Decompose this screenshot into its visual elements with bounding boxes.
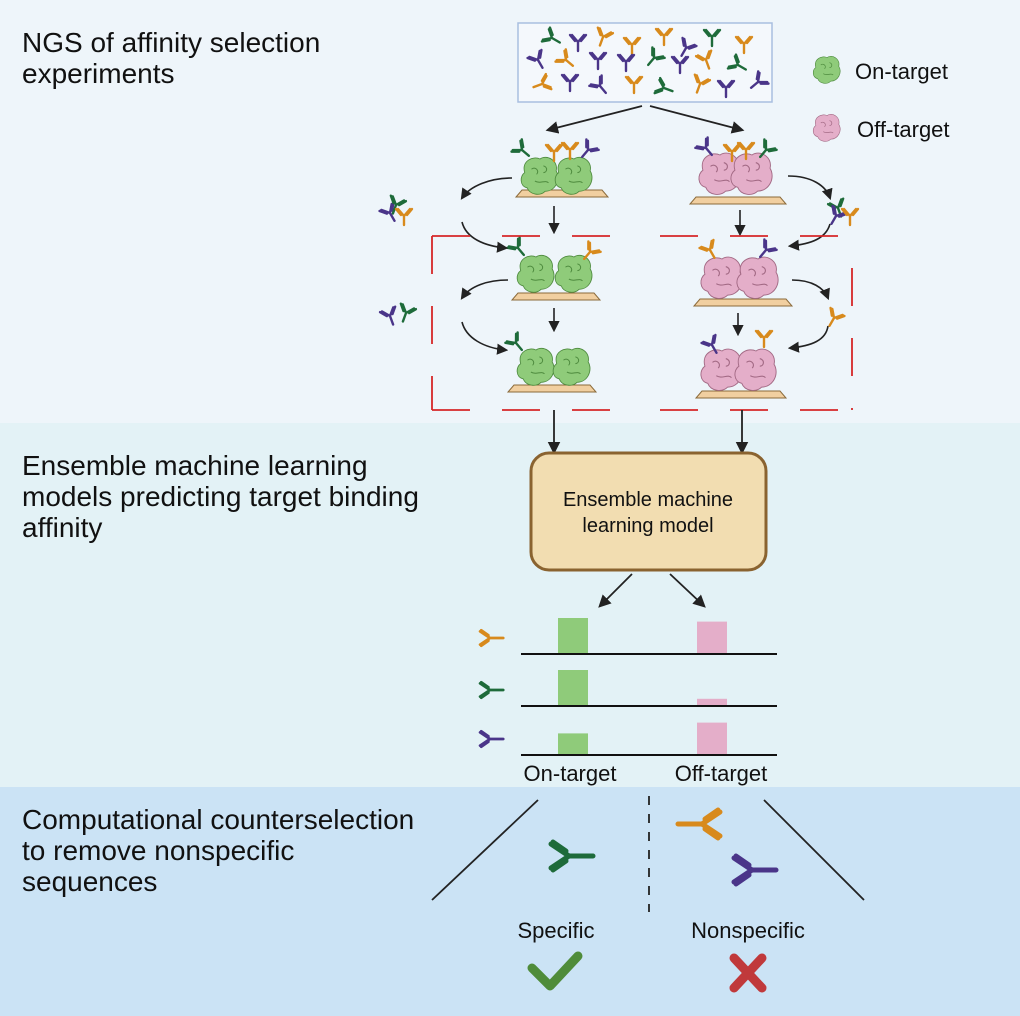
- specific-label: Specific: [517, 918, 594, 943]
- ensemble-model-box: Ensemble machine learning model: [529, 451, 768, 572]
- check-icon: [527, 951, 583, 991]
- cross-icon: [729, 953, 767, 993]
- legend-on-target-label: On-target: [855, 59, 948, 84]
- off-target-bar: [697, 722, 727, 755]
- on-target-bar: [558, 618, 588, 654]
- on-target-bar: [558, 733, 588, 755]
- band-ngs: [0, 0, 1020, 423]
- antibody-library-box: [517, 22, 773, 103]
- band-ml: [0, 423, 1020, 787]
- nonspecific-label: Nonspecific: [691, 918, 805, 943]
- affinity-bar-chart: [478, 618, 777, 756]
- section-title-counterselection: Computational counterselection to remove…: [22, 804, 415, 897]
- legend-off-target-label: Off-target: [857, 117, 950, 142]
- on-target-selection-column: [378, 138, 622, 411]
- off-target-bar: [697, 621, 727, 654]
- off-target-bar: [697, 698, 727, 706]
- section-title-ngs: NGS of affinity selection experiments: [22, 27, 321, 89]
- x-label-on-target: On-target: [524, 761, 617, 786]
- arrow-to-on-target: [545, 105, 643, 134]
- arrow-model-to-off: [669, 573, 706, 608]
- model-label-line1: Ensemble machine: [563, 489, 733, 511]
- section-title-ml: Ensemble machine learning models predict…: [22, 450, 419, 543]
- legend: On-target Off-target: [812, 55, 950, 142]
- arrow-model-to-on: [598, 573, 633, 608]
- counterselection-graphic: Specific Nonspecific: [431, 796, 865, 993]
- model-label-line2: learning model: [582, 515, 713, 537]
- arrow-to-off-target: [649, 105, 745, 134]
- on-target-bar: [558, 670, 588, 706]
- band-counterselection: [0, 787, 1020, 1016]
- off-target-selection-column: [660, 136, 860, 411]
- x-label-off-target: Off-target: [675, 761, 768, 786]
